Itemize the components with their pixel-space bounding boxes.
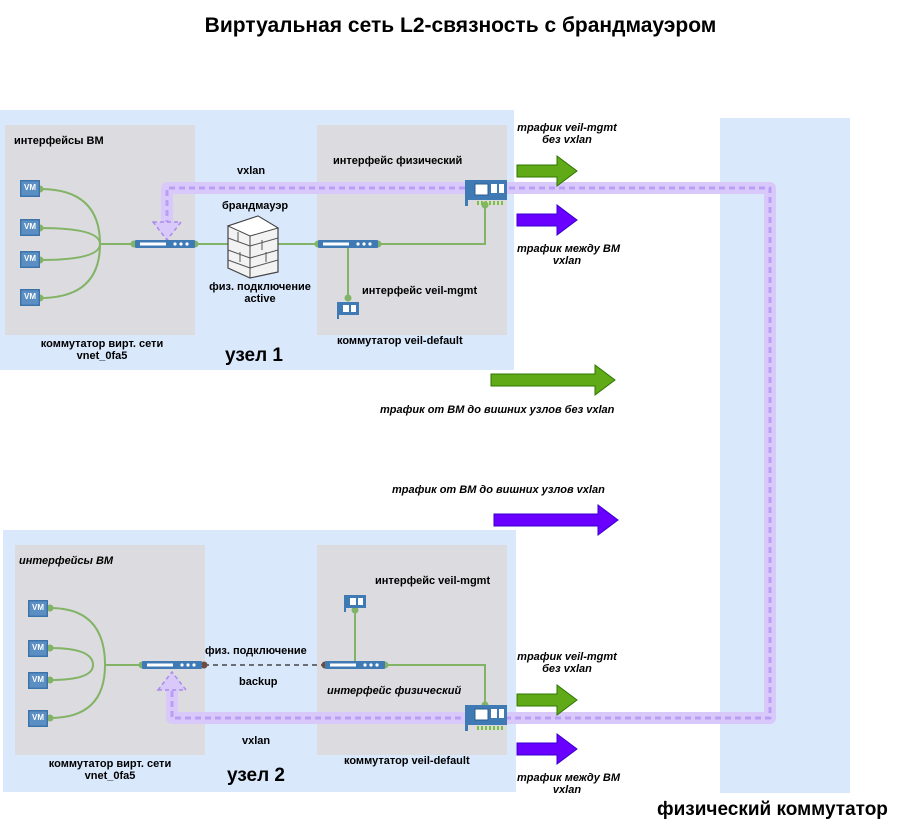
node1-phys-nic xyxy=(464,179,508,207)
arrow-purple-3 xyxy=(516,733,578,765)
node1-vnet-text: vnet_0fa5 xyxy=(76,350,128,362)
node2-vswitch-text: коммутатор вирт. сети xyxy=(48,758,172,770)
vxlan-arrowhead-2 xyxy=(156,670,188,691)
node1-vswitch-label: коммутатор вирт. сети vnet_0fa5 xyxy=(22,338,182,362)
node2-name: узел 2 xyxy=(227,765,285,786)
node1-default-switch xyxy=(318,240,378,248)
traffic-external-no-vxlan-label: трафик от ВМ до вишних узлов без vxlan xyxy=(380,404,615,416)
node2-default-switch xyxy=(325,661,385,669)
node2-vm3-label: VM xyxy=(32,675,44,684)
physical-switch-label: физический коммутатор xyxy=(657,799,888,820)
arrow-green-2 xyxy=(490,364,616,396)
node1-firewall-label: брандмауэр xyxy=(222,200,289,212)
node2-vswitch xyxy=(142,661,202,669)
traffic-vm-label-2: трафик между ВМ vxlan xyxy=(517,772,620,796)
node1-vm2-label: VM xyxy=(24,222,36,231)
node1-default-switch-label: коммутатор veil-default xyxy=(337,335,463,347)
vxlan-arrowhead-1 xyxy=(151,221,183,242)
traffic-mgmt2-line2: без vxlan xyxy=(542,663,592,675)
node1-vswitch-text: коммутатор вирт. сети xyxy=(40,338,164,350)
traffic-vm-line1: трафик между ВМ xyxy=(517,243,620,255)
arrow-purple-1 xyxy=(516,204,578,236)
node1-vm1-label: VM xyxy=(24,183,36,192)
node1-phys-link-label: физ. подключение active xyxy=(196,281,324,305)
traffic-vm-line2: vxlan xyxy=(552,255,582,267)
vxlan-path xyxy=(161,182,776,724)
node2-default-switch-label: коммутатор veil-default xyxy=(344,755,470,767)
node2-phys-link-state: backup xyxy=(239,676,278,688)
node2-vswitch-label: коммутатор вирт. сети vnet_0fa5 xyxy=(30,758,190,782)
traffic-mgmt-line1: трафик veil-mgmt xyxy=(517,122,617,134)
node1-phys-link-state: active xyxy=(244,293,276,305)
node2-links xyxy=(49,607,486,719)
traffic-vm-label-1: трафик между ВМ vxlan xyxy=(517,243,620,267)
arrow-green-1 xyxy=(516,155,578,187)
node2-phys-link-label: физ. подключение xyxy=(205,645,307,657)
arrow-green-3 xyxy=(516,684,578,716)
firewall-icon xyxy=(226,215,280,279)
traffic-mgmt-label-2: трафик veil-mgmt без vxlan xyxy=(517,651,617,675)
node2-vm4-label: VM xyxy=(32,713,44,722)
node1-mgmt-iface-label: интерфейс veil-mgmt xyxy=(362,285,478,297)
traffic-external-vxlan-label: трафик от ВМ до вишних узлов vxlan xyxy=(392,484,605,496)
node2-phys-iface-label: интерфейс физический xyxy=(327,685,462,697)
node2-vnet-text: vnet_0fa5 xyxy=(84,770,136,782)
node2-vm2-label: VM xyxy=(32,643,44,652)
traffic-mgmt2-line1: трафик veil-mgmt xyxy=(517,651,617,663)
traffic-vm2-line2: vxlan xyxy=(552,784,582,796)
node1-mgmt-nic xyxy=(337,302,359,319)
page-title: Виртуальная сеть L2-связность с брандмау… xyxy=(204,14,717,37)
arrow-purple-2 xyxy=(493,504,619,536)
node1-vm4-label: VM xyxy=(24,292,36,301)
node1-vswitch xyxy=(135,240,195,248)
traffic-mgmt-label-1: трафик veil-mgmt без vxlan xyxy=(517,122,617,146)
node1-phys-iface-label: интерфейс физический xyxy=(333,155,463,167)
node2-phys-nic xyxy=(464,704,508,732)
node2-vm-interfaces-label: интерфейсы ВМ xyxy=(19,555,114,567)
node1-phys-link-text: физ. подключение xyxy=(209,281,311,293)
physical-switch-panel xyxy=(720,118,850,793)
traffic-vm2-line1: трафик между ВМ xyxy=(517,772,620,784)
node2-mgmt-iface-label: интерфейс veil-mgmt xyxy=(375,575,491,587)
node1-vm3-label: VM xyxy=(24,254,36,263)
node1-name: узел 1 xyxy=(225,345,283,366)
node2-vxlan-label: vxlan xyxy=(242,735,271,747)
node1-vm-interfaces-label: интерфейсы ВМ xyxy=(14,135,104,147)
node2-vm1-label: VM xyxy=(32,603,44,612)
traffic-mgmt-line2: без vxlan xyxy=(542,134,592,146)
node1-vxlan-label: vxlan xyxy=(237,165,266,177)
node1-links xyxy=(39,188,486,299)
